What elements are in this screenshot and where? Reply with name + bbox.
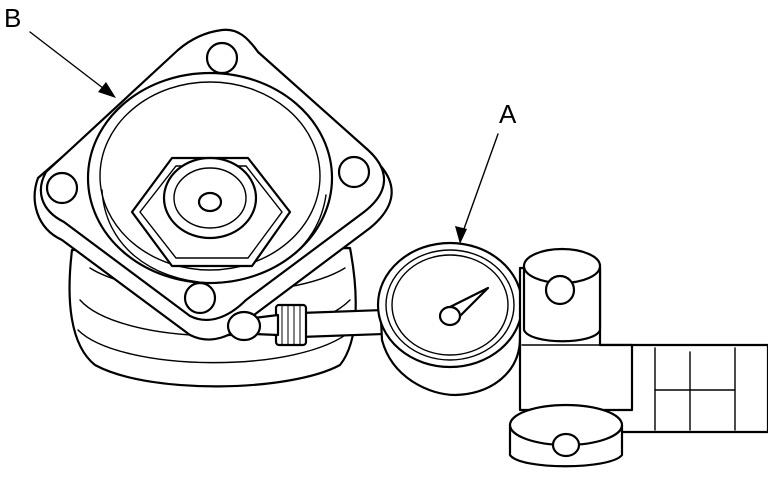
gauge-stand (508, 247, 768, 468)
bolt-hole-left (45, 171, 79, 205)
needle-pivot (438, 305, 462, 327)
upper-clamp-hole (544, 274, 576, 306)
spindle-center-hole (197, 191, 223, 213)
label-a: A (499, 99, 517, 129)
lower-knob-hole (551, 432, 581, 458)
bolt-hole-bottom (183, 281, 217, 315)
leader-line-a (455, 133, 499, 244)
dial-gauge (376, 241, 524, 397)
bolt-hole-top (205, 41, 239, 75)
gauge-face (391, 254, 509, 356)
leader-line-b (29, 31, 116, 98)
gauge-bezel (376, 241, 524, 369)
contact-tip (226, 310, 262, 342)
gauge-plunger (226, 303, 386, 347)
plunger-knurl (274, 303, 308, 347)
label-b: B (4, 3, 21, 33)
flange-housing (33, 28, 393, 341)
bolt-hole-right (337, 155, 371, 189)
